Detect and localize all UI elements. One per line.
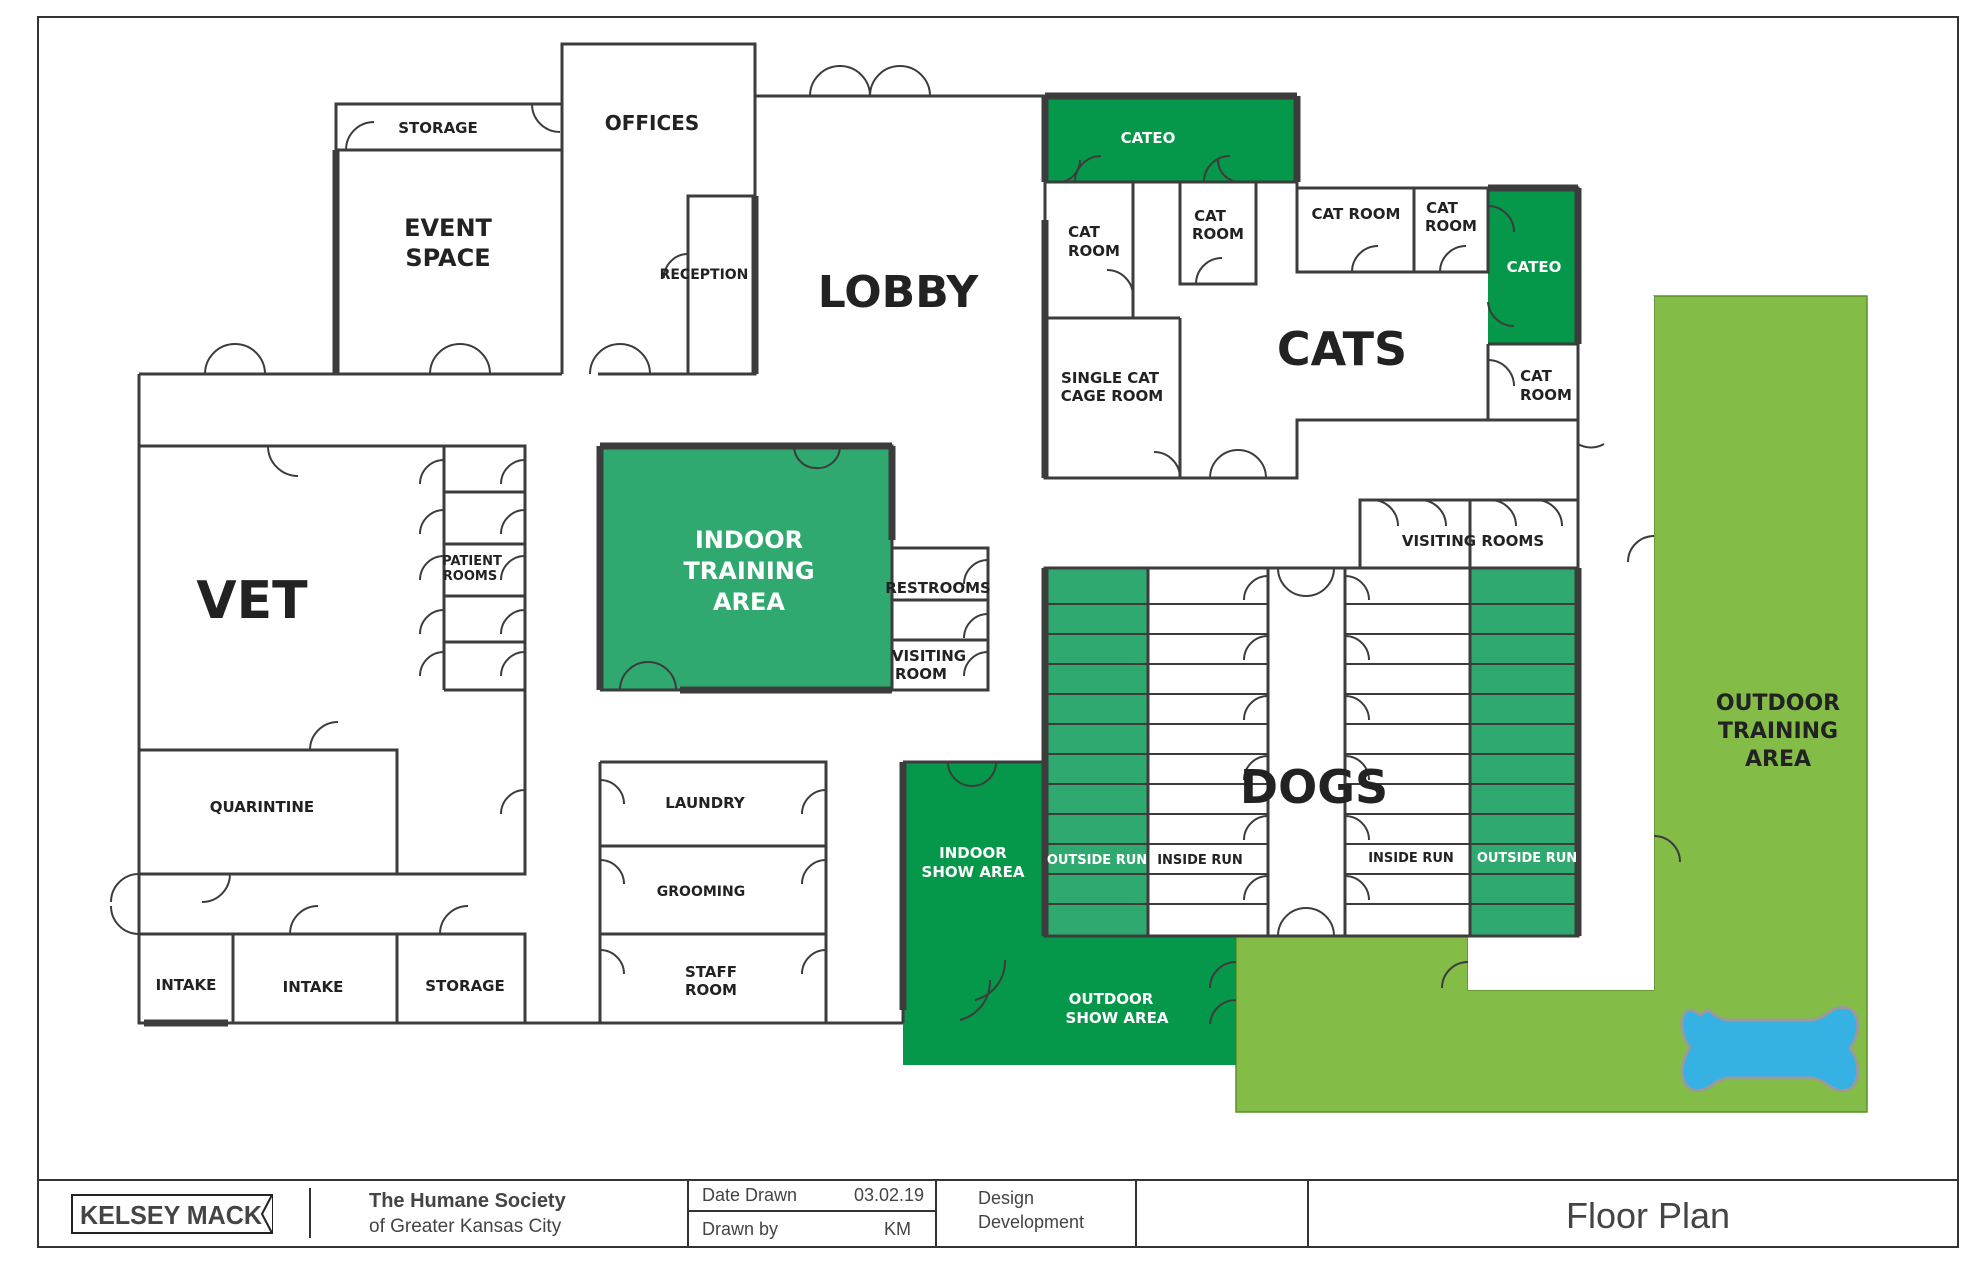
label-cat-room-3: CAT ROOM xyxy=(1312,205,1401,223)
label-cat-room-2a: CAT xyxy=(1194,207,1226,225)
label-outside-run-left: OUTSIDE RUN xyxy=(1047,853,1147,868)
label-patient-rooms-1: PATIENT xyxy=(442,554,502,569)
drawn-by-label: Drawn by xyxy=(702,1219,778,1239)
label-intake-2: INTAKE xyxy=(283,978,344,996)
label-quarintine: QUARINTINE xyxy=(210,798,314,816)
label-cat-room-5a: CAT xyxy=(1520,367,1552,385)
title-block: KELSEY MACK The Humane Society of Greate… xyxy=(37,1179,1959,1248)
label-visiting-room-2: ROOM xyxy=(895,665,947,683)
label-inside-run-right: INSIDE RUN xyxy=(1368,851,1454,866)
label-storage-top: STORAGE xyxy=(398,119,478,137)
pool-bone-shape xyxy=(1680,1006,1860,1092)
label-reception: RECEPTION xyxy=(660,267,749,283)
phase-line2: Development xyxy=(978,1212,1084,1232)
door-swings xyxy=(110,65,1681,1025)
logo-text: KELSEY MACK xyxy=(80,1200,262,1230)
label-inside-run-left: INSIDE RUN xyxy=(1157,853,1243,868)
indoor-training-area-fill xyxy=(600,446,892,690)
label-dogs: DOGS xyxy=(1240,760,1388,814)
indoor-show-area-fill xyxy=(903,762,1043,1020)
label-outdoor-training-3: AREA xyxy=(1745,747,1811,772)
label-laundry: LAUNDRY xyxy=(665,794,746,812)
label-cateo-right: CATEO xyxy=(1507,258,1562,276)
kelsey-mack-logo: KELSEY MACK xyxy=(71,1194,273,1234)
date-drawn-value: 03.02.19 xyxy=(854,1185,924,1205)
room-labels: STORAGE OFFICES EVENT SPACE RECEPTION LO… xyxy=(156,111,1840,1027)
outside-run-right-fill xyxy=(1470,568,1578,936)
label-grooming: GROOMING xyxy=(657,884,745,900)
label-indoor-show-1: INDOOR xyxy=(939,844,1007,862)
label-outdoor-training-1: OUTDOOR xyxy=(1716,691,1840,716)
label-indoor-training-3: AREA xyxy=(713,588,785,616)
label-lobby: LOBBY xyxy=(818,267,980,318)
label-staff-room-1: STAFF xyxy=(685,963,737,981)
label-indoor-show-2: SHOW AREA xyxy=(922,863,1025,881)
label-single-cat-1: SINGLE CAT xyxy=(1061,369,1160,387)
label-outdoor-show-1: OUTDOOR xyxy=(1069,990,1154,1008)
label-visiting-rooms: VISITING ROOMS xyxy=(1402,532,1544,550)
label-outdoor-training-2: TRAINING xyxy=(1718,719,1838,744)
label-cat-room-2b: ROOM xyxy=(1192,225,1244,243)
label-storage-bottom: STORAGE xyxy=(425,977,505,995)
label-intake-1: INTAKE xyxy=(156,976,217,994)
label-restrooms: RESTROOMS xyxy=(885,579,991,597)
wall-accents xyxy=(144,92,1582,1027)
cateo-right-fill xyxy=(1488,188,1578,344)
label-outside-run-right: OUTSIDE RUN xyxy=(1477,851,1577,866)
label-single-cat-2: CAGE ROOM xyxy=(1061,387,1163,405)
outside-run-left-fill xyxy=(1045,568,1148,936)
label-visiting-room-1: VISITING xyxy=(892,647,966,665)
label-cat-room-1b: ROOM xyxy=(1068,242,1120,260)
label-cat-room-1a: CAT xyxy=(1068,223,1100,241)
label-vet: VET xyxy=(196,571,308,631)
date-drawn-label: Date Drawn xyxy=(702,1185,797,1205)
cateo-top-fill xyxy=(1045,96,1297,182)
label-event-space-1: EVENT xyxy=(404,214,492,242)
org-name-line2: of Greater Kansas City xyxy=(369,1216,562,1237)
drawn-by-value: KM xyxy=(884,1219,911,1239)
label-patient-rooms-2: ROOMS xyxy=(443,569,497,584)
label-staff-room-2: ROOM xyxy=(685,981,737,999)
label-event-space-2: SPACE xyxy=(405,244,490,272)
label-cat-room-4a: CAT xyxy=(1426,199,1458,217)
label-cat-room-4b: ROOM xyxy=(1425,217,1477,235)
run-dividers xyxy=(1045,603,1578,905)
label-indoor-training-2: TRAINING xyxy=(683,557,814,585)
label-outdoor-show-2: SHOW AREA xyxy=(1066,1009,1169,1027)
label-indoor-training-1: INDOOR xyxy=(695,526,803,554)
label-cats: CATS xyxy=(1277,322,1407,376)
label-cat-room-5b: ROOM xyxy=(1520,386,1572,404)
phase-line1: Design xyxy=(978,1188,1034,1208)
label-cateo-top: CATEO xyxy=(1121,129,1176,147)
label-offices: OFFICES xyxy=(605,111,700,135)
org-name-line1: The Humane Society xyxy=(369,1190,567,1212)
sheet-title: Floor Plan xyxy=(1566,1195,1730,1236)
